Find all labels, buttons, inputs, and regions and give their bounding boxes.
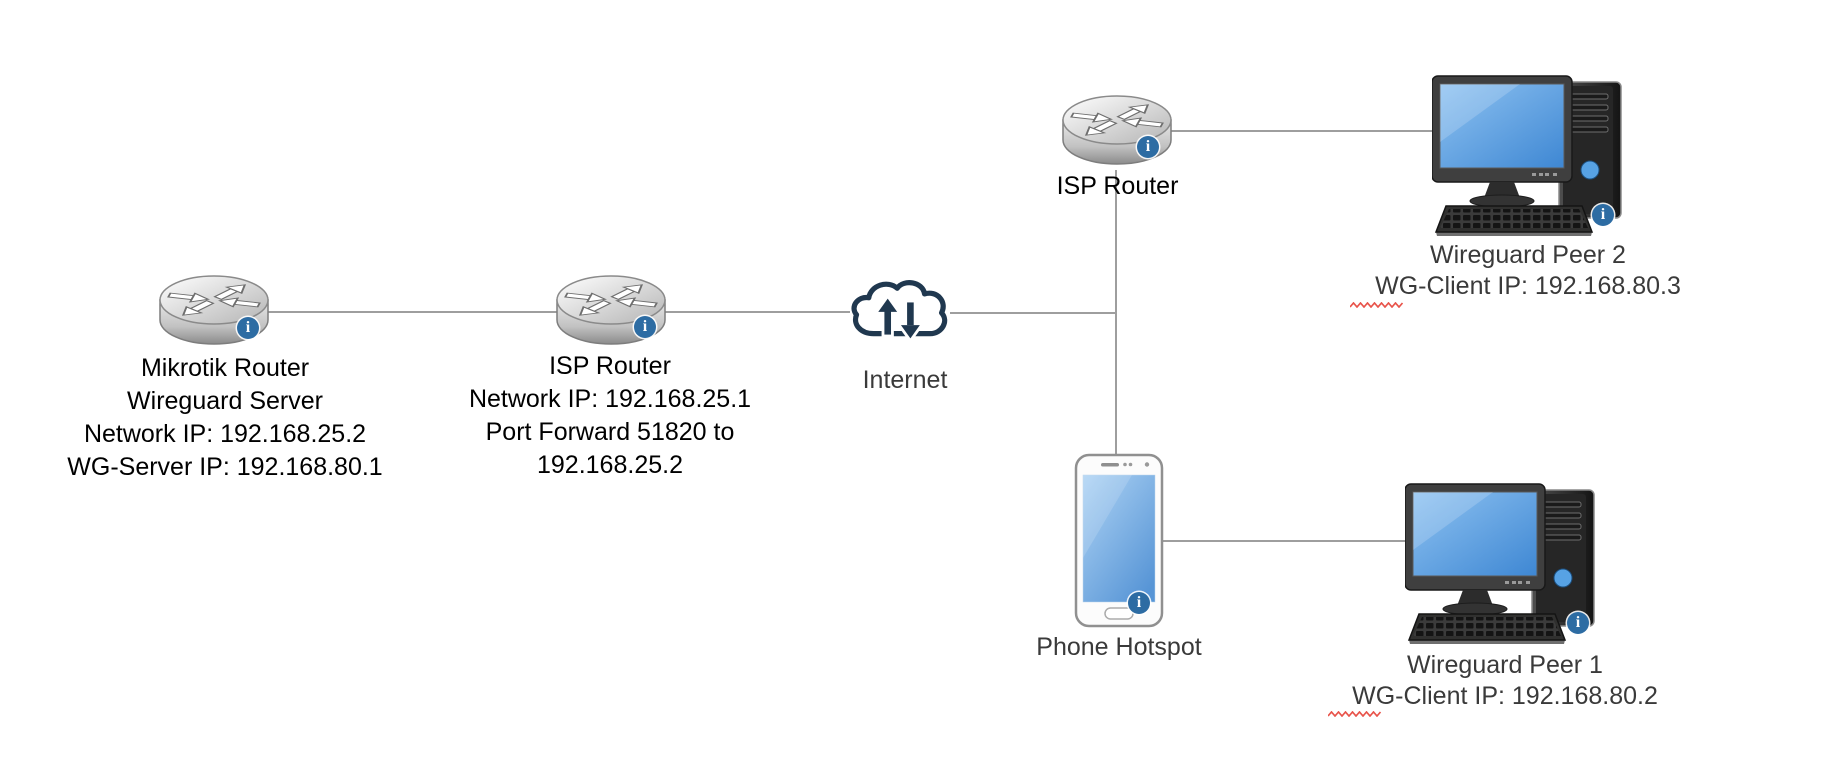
info-badge-isp-main[interactable]: i <box>634 316 656 338</box>
label-line: ISP Router <box>1056 172 1179 200</box>
label-wireguard-peer-1[interactable]: Wireguard Peer 1 WG-Client IP: 192.168.8… <box>1330 650 1680 712</box>
router-icon[interactable] <box>1057 90 1177 172</box>
label-line: Port Forward 51820 to <box>485 418 735 446</box>
label-line: Network IP: 192.168.25.2 <box>83 420 367 448</box>
label-line: ISP Router <box>549 352 671 380</box>
info-icon: i <box>1136 594 1142 611</box>
label-line: WG-Client IP: 192.168.80.3 <box>1375 272 1681 300</box>
info-icon: i <box>642 318 648 335</box>
smartphone-icon[interactable] <box>1074 453 1164 628</box>
label-line: Mikrotik Router <box>140 354 310 382</box>
info-badge-phone[interactable]: i <box>1128 592 1150 614</box>
edge-isp-to-internet[interactable] <box>663 311 850 313</box>
label-internet[interactable]: Internet <box>830 364 980 397</box>
label-mikrotik-router[interactable]: Mikrotik Router Wireguard Server Network… <box>50 352 400 484</box>
edge-isp-top-to-phone[interactable] <box>1115 170 1117 457</box>
edge-phone-to-peer1[interactable] <box>1163 540 1406 542</box>
info-icon: i <box>1600 206 1606 223</box>
label-wireguard-peer-2[interactable]: Wireguard Peer 2 WG-Client IP: 192.168.8… <box>1353 240 1703 302</box>
info-badge-peer1[interactable]: i <box>1567 612 1589 634</box>
label-line: Network IP: 192.168.25.1 <box>468 385 752 413</box>
label-isp-router-top[interactable]: ISP Router <box>1020 170 1215 203</box>
edge-mikrotik-to-isp[interactable] <box>266 311 558 313</box>
spellcheck-squiggle <box>1328 711 1382 717</box>
label-line: Phone Hotspot <box>1036 633 1202 661</box>
label-line: Wireguard Server <box>127 387 323 415</box>
node-mikrotik-router <box>154 270 274 352</box>
cloud-up-down-arrows-icon[interactable] <box>848 272 952 348</box>
info-icon: i <box>1575 614 1581 631</box>
label-line: Wireguard Peer 2 <box>1430 241 1626 269</box>
node-phone-hotspot <box>1074 453 1164 628</box>
info-badge-peer2[interactable]: i <box>1592 204 1614 226</box>
label-isp-router-main[interactable]: ISP Router Network IP: 192.168.25.1 Port… <box>435 350 785 482</box>
label-line: WG-Client IP: 192.168.80.2 <box>1352 682 1658 710</box>
router-icon[interactable] <box>551 270 671 352</box>
label-phone-hotspot[interactable]: Phone Hotspot <box>1019 631 1219 664</box>
edge-isp-top-to-peer2[interactable] <box>1169 130 1435 132</box>
node-isp-router-top <box>1057 90 1177 172</box>
info-icon: i <box>245 319 251 336</box>
edge-internet-to-trunk[interactable] <box>950 312 1116 314</box>
label-line: 192.168.25.2 <box>537 451 683 479</box>
node-isp-router-main <box>551 270 671 352</box>
router-icon[interactable] <box>154 270 274 352</box>
info-badge-isp-top[interactable]: i <box>1137 136 1159 158</box>
info-badge-mikrotik[interactable]: i <box>237 317 259 339</box>
label-line: Wireguard Peer 1 <box>1407 651 1603 679</box>
node-internet <box>848 272 952 348</box>
label-line: Internet <box>862 366 948 394</box>
spellcheck-squiggle <box>1350 302 1404 308</box>
info-icon: i <box>1145 138 1151 155</box>
label-line: WG-Server IP: 192.168.80.1 <box>67 453 383 481</box>
